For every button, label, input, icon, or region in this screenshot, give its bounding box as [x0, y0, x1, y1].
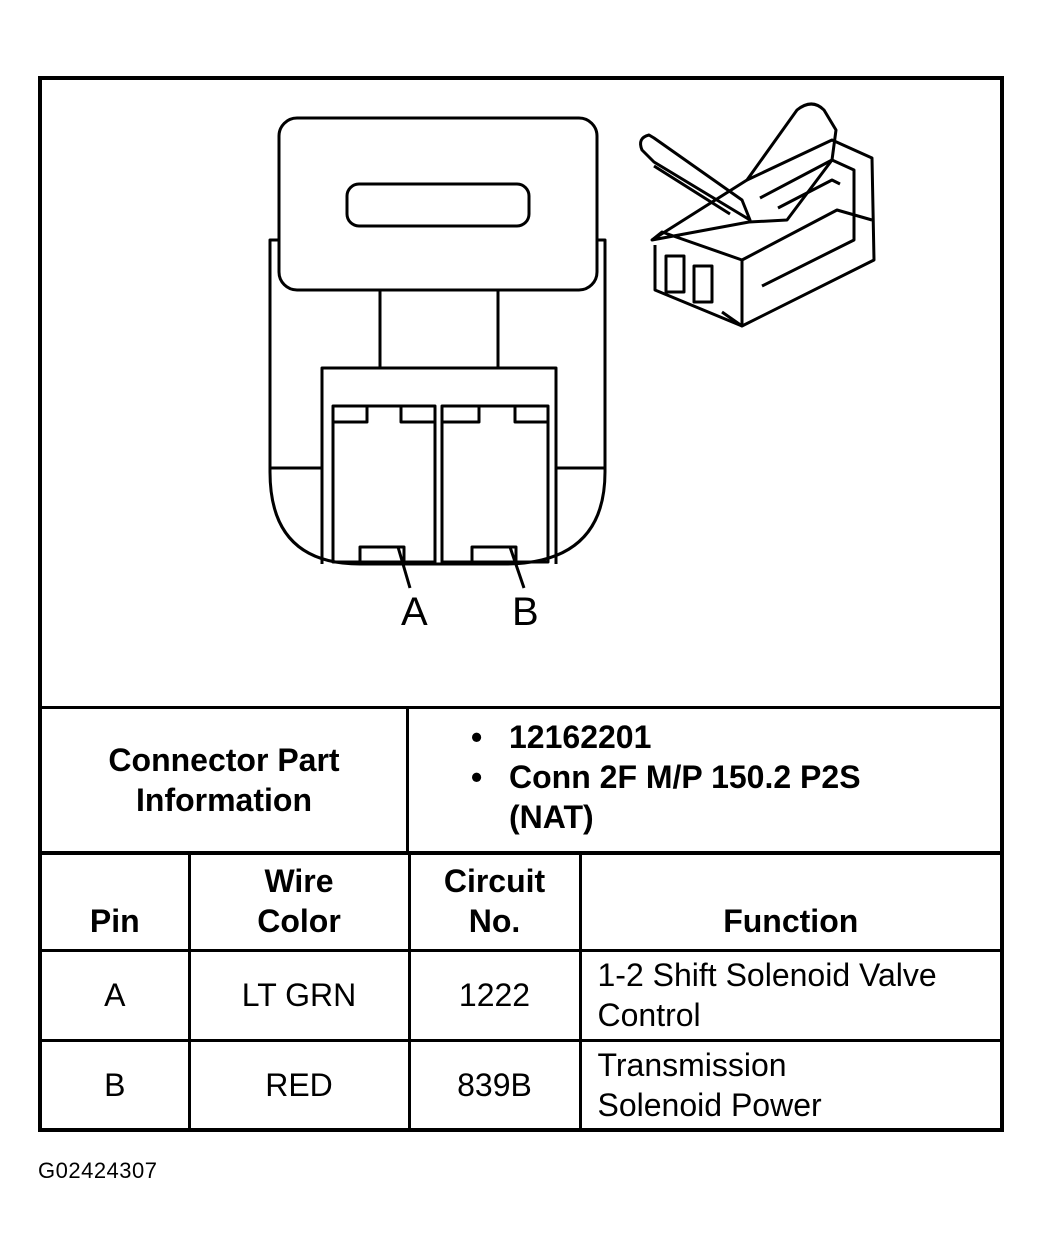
pin-label-a: A [401, 590, 428, 634]
connector-face-view [268, 116, 607, 589]
table-row: B RED 839B Transmission Solenoid Power [42, 1038, 1000, 1128]
bullet-icon: • [471, 759, 483, 795]
figure-id: G02424307 [38, 1158, 158, 1183]
cell-circuit: 839B [407, 1038, 582, 1128]
cell-pin: A [42, 949, 191, 1042]
cell-function: 1-2 Shift Solenoid Valve Control [578, 949, 1000, 1042]
connector-part-info-row: Connector Part Information • 12162201 • … [42, 706, 1000, 854]
cell-wire-color: LT GRN [187, 949, 411, 1042]
cell-circuit: 1222 [407, 949, 582, 1042]
cell-pin: B [42, 1038, 191, 1128]
connector-description-item: • Conn 2F M/P 150.2 P2S (NAT) [471, 759, 861, 835]
header-wire-color: Wire Color [187, 852, 411, 952]
connector-face-drawing [268, 102, 876, 589]
cell-wire-color: RED [187, 1038, 411, 1128]
header-pin: Pin [42, 852, 191, 952]
table-row: A LT GRN 1222 1-2 Shift Solenoid Valve C… [42, 949, 1000, 1042]
pin-assignment-table: Pin Wire Color Circuit No. Function A LT… [42, 852, 1000, 1128]
bullet-icon: • [471, 719, 483, 755]
part-number-item: • 12162201 [471, 719, 652, 755]
pin-label-b: B [512, 590, 539, 634]
table-header-row: Pin Wire Color Circuit No. Function [42, 852, 1000, 952]
header-circuit: Circuit No. [407, 852, 582, 952]
connector-part-info-label: Connector Part Information [42, 709, 409, 851]
connector-diagram-frame: A B Connector Part Information • 1216220… [38, 76, 1004, 1132]
cell-function: Transmission Solenoid Power [578, 1038, 1000, 1128]
connector-part-info-list: • 12162201 • Conn 2F M/P 150.2 P2S (NAT) [467, 717, 869, 837]
connector-isometric-view [639, 102, 876, 328]
header-function: Function [578, 852, 1000, 952]
